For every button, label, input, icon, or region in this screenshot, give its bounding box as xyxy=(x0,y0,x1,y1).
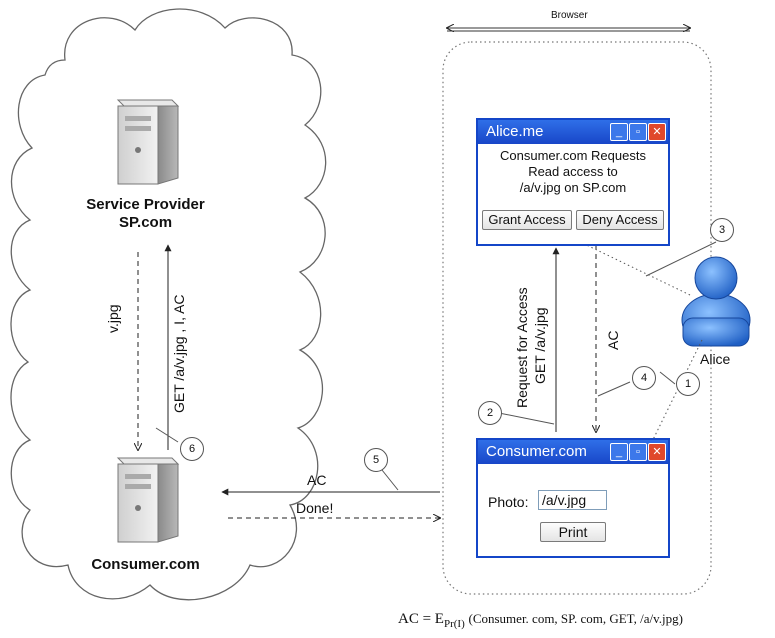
consumer-server-icon xyxy=(116,457,180,543)
alice-me-message: Consumer.com Requests Read access to /a/… xyxy=(478,144,668,196)
get-request-label: GET /a/v.jpg , I, AC xyxy=(171,294,187,413)
minimize-icon[interactable]: _ xyxy=(610,443,628,461)
request-access-label-1: Request for Access xyxy=(514,287,530,408)
step-2-badge: 2 xyxy=(478,401,502,425)
arrow-alice-to-aliceme xyxy=(572,238,691,296)
maximize-icon[interactable]: ▫ xyxy=(629,123,647,141)
formula: AC = EPr(I) (Consumer. com, SP. com, GET… xyxy=(398,612,683,630)
step-3-badge: 3 xyxy=(710,218,734,242)
alice-person-icon xyxy=(681,256,751,347)
consumer-window-title: Consumer.com xyxy=(486,443,587,460)
formula-args: (Consumer. com, SP. com, GET, /a/v.jpg) xyxy=(468,611,683,626)
print-button[interactable]: Print xyxy=(540,522,606,542)
deny-access-button[interactable]: Deny Access xyxy=(576,210,664,230)
alice-me-message-line1: Consumer.com Requests xyxy=(500,148,646,163)
alice-me-message-line2: Read access to xyxy=(528,164,618,179)
alice-me-titlebar: Alice.me _ ▫ ✕ xyxy=(478,120,668,144)
service-provider-domain: SP.com xyxy=(118,214,173,231)
alice-me-message-line3: /a/v.jpg on SP.com xyxy=(519,180,627,195)
service-provider-title: Service Provider xyxy=(86,196,205,213)
alice-me-title: Alice.me xyxy=(486,123,544,140)
photo-field[interactable]: /a/v.jpg xyxy=(538,490,607,510)
step-6-badge: 6 xyxy=(180,437,204,461)
alice-label: Alice xyxy=(700,351,731,367)
consumer-window-titlebar: Consumer.com _ ▫ ✕ xyxy=(478,440,668,464)
ac-left-label: AC xyxy=(307,472,327,488)
close-icon[interactable]: ✕ xyxy=(648,123,666,141)
ac-up-label: AC xyxy=(605,330,621,350)
step-4-badge: 4 xyxy=(632,366,656,390)
step-5-badge: 5 xyxy=(364,448,388,472)
browser-label: Browser xyxy=(551,10,588,21)
photo-label: Photo: xyxy=(488,494,529,510)
step-1-badge: 1 xyxy=(676,372,700,396)
alice-me-window: Alice.me _ ▫ ✕ Consumer.com Requests Rea… xyxy=(476,118,670,246)
maximize-icon[interactable]: ▫ xyxy=(629,443,647,461)
grant-access-button[interactable]: Grant Access xyxy=(482,210,572,230)
close-icon[interactable]: ✕ xyxy=(648,443,666,461)
request-access-label-2: GET /a/v.jpg xyxy=(532,307,548,384)
formula-subscript: Pr(I) xyxy=(443,618,465,630)
done-label: Done! xyxy=(296,500,334,516)
formula-lhs: AC = E xyxy=(398,611,444,627)
minimize-icon[interactable]: _ xyxy=(610,123,628,141)
consumer-window: Consumer.com _ ▫ ✕ Photo: /a/v.jpg Print xyxy=(476,438,670,558)
vjpg-label: v.jpg xyxy=(105,304,121,333)
consumer-server-title: Consumer.com xyxy=(91,556,200,573)
sp-server-icon xyxy=(116,99,180,185)
